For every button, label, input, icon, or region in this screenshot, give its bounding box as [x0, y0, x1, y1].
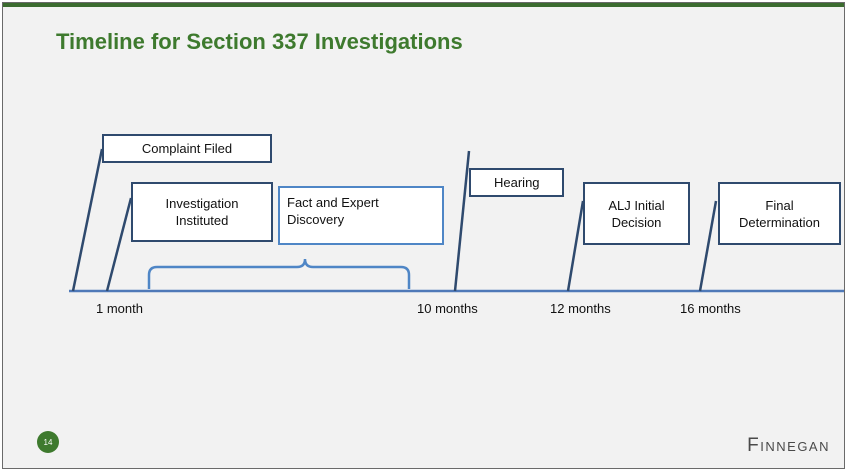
alj-initial-decision-label: ALJ Initial Decision — [608, 197, 665, 230]
alj-initial-decision-box: ALJ Initial Decision — [583, 182, 690, 245]
discovery-box: Fact and Expert Discovery — [278, 186, 444, 245]
investigation-instituted-label: Investigation Instituted — [165, 196, 239, 228]
page-number-badge: 14 — [37, 431, 59, 453]
complaint-filed-label: Complaint Filed — [141, 141, 233, 156]
page-number: 14 — [43, 437, 53, 447]
discovery-brace — [147, 258, 411, 289]
tick-label-10-months: 10 months — [417, 301, 478, 316]
final-determination-label: Final Determination — [739, 197, 820, 230]
complaint-filed-box: Complaint Filed — [102, 134, 272, 163]
tick-label-1-month: 1 month — [96, 301, 143, 316]
hearing-label: Hearing — [494, 175, 540, 190]
finnegan-logo: Finnegan — [747, 435, 830, 456]
leader-complaint-filed — [71, 148, 104, 292]
investigation-instituted-box: Investigation Instituted — [131, 182, 273, 242]
leader-hearing — [453, 150, 471, 292]
slide-title: Timeline for Section 337 Investigations — [56, 29, 463, 54]
final-determination-box: Final Determination — [718, 182, 841, 245]
hearing-box: Hearing — [469, 168, 564, 197]
discovery-label: Fact and Expert Discovery — [287, 195, 379, 227]
leader-investigation-instituted — [105, 197, 133, 292]
leader-final-determination — [698, 200, 718, 292]
leader-alj-initial-decision — [566, 200, 585, 292]
tick-label-12-months: 12 months — [550, 301, 611, 316]
top-bar — [3, 3, 844, 7]
timeline-diagram — [69, 148, 844, 293]
tick-label-16-months: 16 months — [680, 301, 741, 316]
